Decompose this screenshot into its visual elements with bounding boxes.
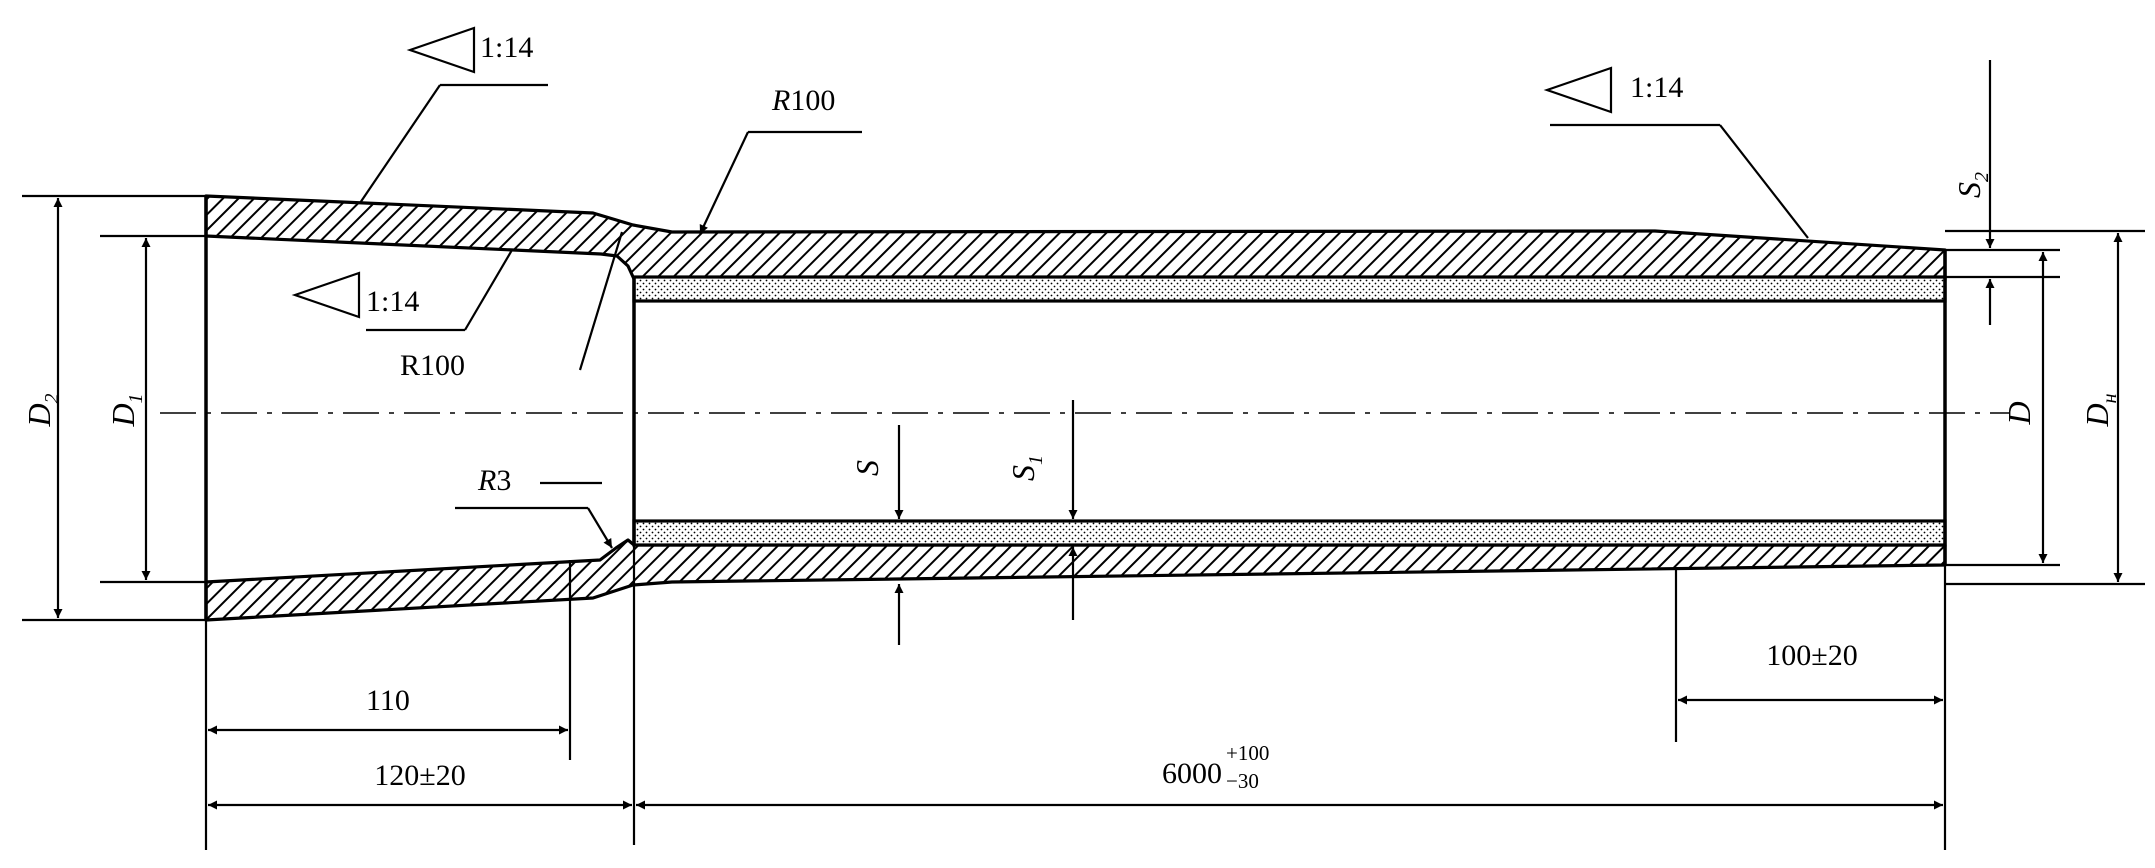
- dim-d1: D1: [105, 238, 151, 580]
- r3-label: R3: [477, 464, 511, 497]
- dim-dn-label: Dн: [2079, 393, 2121, 427]
- bottom-wall: [204, 538, 1947, 622]
- taper-callout-left-inner: 1:14: [291, 249, 513, 332]
- dim-6000: 6000 +100 −30: [636, 741, 1943, 810]
- dim-d2-label: D2: [21, 393, 63, 427]
- r100-top-label: R100: [771, 84, 835, 117]
- dim-110-label: 110: [366, 684, 410, 717]
- dim-6000-upper-tol: +100: [1226, 741, 1269, 765]
- radius-callout-r100-inner: R100: [400, 231, 624, 382]
- taper-top-left-label: 1:14: [480, 31, 533, 64]
- dim-s: S: [849, 425, 904, 645]
- dim-d2: D2: [21, 198, 63, 618]
- top-lining: [632, 275, 1947, 303]
- dim-d: D: [2001, 252, 2048, 563]
- dim-s1: S1: [1005, 400, 1078, 620]
- dim-s2: S2: [1951, 60, 1995, 325]
- taper-callout-top-right: 1:14: [1543, 66, 1809, 239]
- taper-callout-top-left: 1:14: [359, 26, 548, 204]
- bottom-lining: [632, 519, 1947, 547]
- pipe-body: [160, 194, 2010, 622]
- extension-lines: [22, 194, 2145, 850]
- taper-left-inner-label: 1:14: [366, 285, 419, 318]
- dim-120: 120±20: [208, 759, 632, 810]
- dim-d-label: D: [2001, 401, 2037, 425]
- dim-110: 110: [208, 684, 568, 735]
- dim-100: 100±20: [1678, 639, 1943, 705]
- dim-s1-label: S1: [1005, 455, 1047, 481]
- taper-top-right-label: 1:14: [1630, 71, 1683, 104]
- dim-6000-lower-tol: −30: [1226, 769, 1259, 793]
- dim-6000-label: 6000: [1162, 757, 1222, 790]
- dim-s-label: S: [849, 460, 885, 476]
- r100-inner-label: R100: [400, 349, 465, 382]
- radius-callout-r100-top: R100: [699, 84, 862, 235]
- dim-s2-label: S2: [1951, 172, 1993, 198]
- dim-120-label: 120±20: [374, 759, 465, 792]
- dim-100-label: 100±20: [1766, 639, 1857, 672]
- radius-callout-r3: R3: [455, 464, 613, 549]
- dim-d1-label: D1: [105, 393, 147, 427]
- dim-dn: Dн: [2079, 233, 2123, 582]
- top-wall: [204, 194, 1947, 282]
